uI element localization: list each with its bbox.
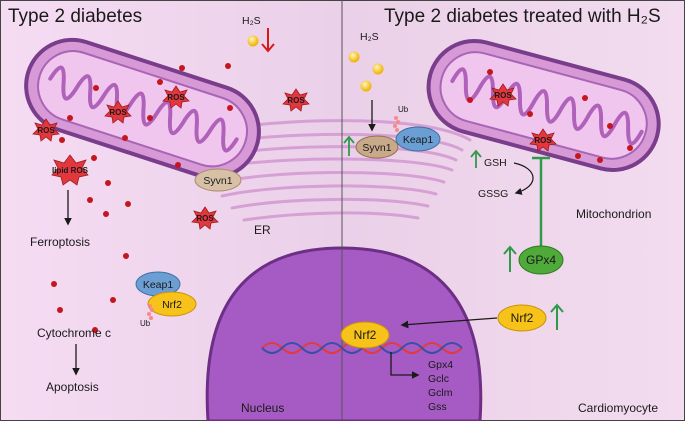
- ros-label: ROS: [37, 126, 55, 135]
- syvn1-left: Syvn1: [194, 168, 242, 192]
- ros-label: ROS: [109, 108, 127, 117]
- ros-label: ROS: [167, 93, 185, 102]
- left-mitochondrion: [24, 37, 261, 180]
- keap1-left-label: Keap1: [143, 279, 174, 291]
- ros-burst: ROS: [529, 128, 557, 152]
- ros-burst: ROS: [32, 118, 60, 142]
- up-arrow-icon: [343, 135, 355, 156]
- ros-burst: ROS: [104, 100, 132, 124]
- up-arrow-icon: [550, 303, 564, 330]
- apoptosis-label: Apoptosis: [46, 380, 99, 394]
- nrf2-right: Nrf2: [497, 304, 547, 332]
- ros-label: ROS: [534, 136, 552, 145]
- keap1-left: Keap1: [135, 271, 181, 297]
- left-panel-title: Type 2 diabetes: [8, 6, 142, 27]
- ubiquitin-chain: [393, 116, 400, 132]
- down-arrow-icon: [261, 28, 275, 53]
- ub-right-label: Ub: [398, 105, 409, 114]
- gpx4-protein: GPx4: [518, 245, 564, 275]
- lipid-ros-burst: lipid ROS: [51, 154, 89, 186]
- nrf2-left-label: Nrf2: [162, 299, 182, 311]
- syvn1-right: Syvn1: [355, 135, 399, 159]
- gssg-label: GSSG: [478, 188, 508, 200]
- arrow-nrf2-into-nucleus: [400, 317, 498, 329]
- syvn1-left-label: Syvn1: [203, 175, 232, 187]
- h2s-molecule: [372, 63, 384, 75]
- nrf2-left: Nrf2: [147, 291, 197, 317]
- iron-dots: [51, 63, 633, 333]
- mitochondrion-label: Mitochondrion: [576, 207, 651, 221]
- up-arrow-icon: [503, 245, 517, 272]
- lipid-ros-label: lipid ROS: [52, 166, 89, 175]
- nucleus-label: Nucleus: [241, 401, 284, 415]
- cardiomyocyte-label: Cardiomyocyte: [578, 401, 658, 415]
- ubiquitin-chain: [147, 304, 154, 320]
- gpx4-inhibition: [532, 156, 550, 246]
- gene-gss: Gss: [428, 401, 447, 413]
- right-mitochondrion: [426, 38, 661, 172]
- gsh-label: GSH: [484, 157, 507, 169]
- ros-burst: ROS: [282, 88, 310, 112]
- syvn1-right-label: Syvn1: [362, 142, 391, 154]
- h2s-molecule: [247, 35, 259, 47]
- ub-left-label: Ub: [140, 319, 151, 328]
- gene-gclc: Gclc: [428, 373, 449, 385]
- gene-gclm: Gclm: [428, 387, 453, 399]
- keap1-right: Keap1: [395, 126, 441, 152]
- nrf2-nucleus-label: Nrf2: [354, 328, 377, 342]
- gene-gpx4: Gpx4: [428, 359, 453, 371]
- h2s-left-label: H₂S: [242, 15, 261, 27]
- ros-label: ROS: [494, 91, 512, 100]
- ros-burst: ROS: [162, 85, 190, 109]
- ros-label: ROS: [287, 96, 305, 105]
- up-arrow-icon: [470, 149, 482, 168]
- h2s-right-label: H₂S: [360, 31, 379, 43]
- ros-label: ROS: [196, 214, 214, 223]
- right-panel-title: Type 2 diabetes treated with H₂S: [384, 6, 661, 27]
- h2s-molecule: [348, 51, 360, 63]
- cytochrome-c-label: Cytochrome c: [37, 326, 111, 340]
- gpx4-label: GPx4: [526, 253, 556, 267]
- nrf2-right-label: Nrf2: [511, 311, 534, 325]
- ferroptosis-label: Ferroptosis: [30, 235, 90, 249]
- gsh-gssg-arrow: [513, 162, 534, 195]
- ros-burst: ROS: [489, 83, 517, 107]
- keap1-right-label: Keap1: [403, 134, 434, 146]
- h2s-molecule: [360, 80, 372, 92]
- ros-burst: ROS: [191, 206, 219, 230]
- er-label: ER: [254, 223, 271, 237]
- transcription-arrow: [390, 352, 420, 379]
- nrf2-nucleus: Nrf2: [340, 321, 390, 349]
